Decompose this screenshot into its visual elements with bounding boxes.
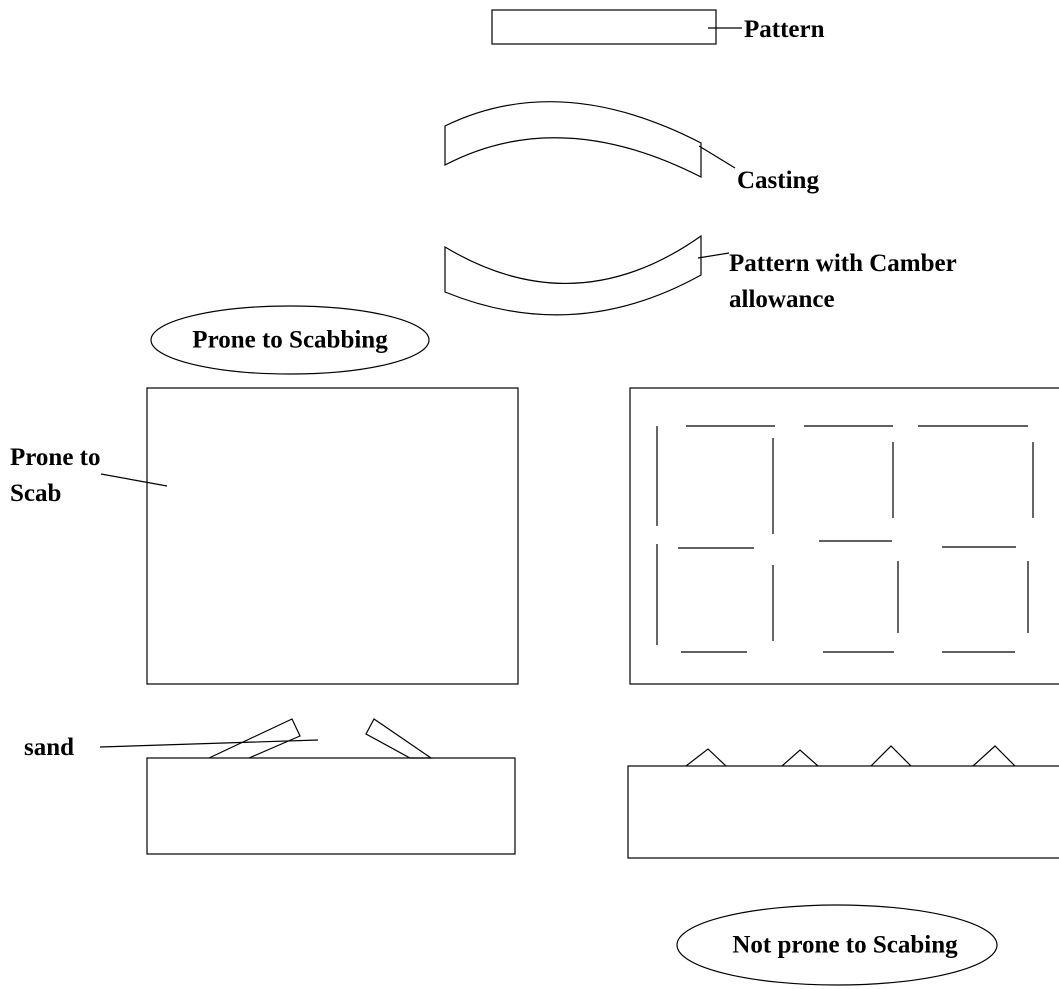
prone-to-scab-label-line2: Scab — [10, 480, 61, 507]
not-prone-to-scabing-ellipse — [676, 904, 998, 986]
ridge — [870, 745, 912, 767]
ridge — [685, 748, 727, 767]
casting-leader-line — [698, 145, 736, 169]
sand-flake — [208, 718, 301, 759]
ridge — [972, 745, 1016, 767]
flat-surface-plan — [146, 387, 519, 685]
pattern-shape — [491, 9, 742, 45]
pattern-label: Pattern — [744, 16, 825, 43]
casting-label: Casting — [737, 167, 819, 194]
pattern-camber-label-line1: Pattern with Camber — [729, 250, 957, 277]
flat-surface-section — [99, 718, 516, 855]
prone-to-scabbing-ellipse — [150, 305, 430, 375]
prone-to-scab-label-line1: Prone to — [10, 444, 101, 471]
camber-leader-line — [697, 252, 730, 259]
pattern-camber-label-line2: allowance — [729, 286, 835, 313]
prone-to-scabbing-label: Prone to Scabbing — [192, 327, 388, 354]
not-prone-to-scabing-label: Not prone to Scabing — [732, 932, 958, 959]
sand-flake — [365, 718, 433, 759]
sand-label: sand — [24, 734, 74, 761]
grooved-surface-section — [627, 745, 1059, 859]
sand-leader-line — [99, 739, 319, 748]
ridge — [781, 749, 819, 767]
prone-to-scab-leader-line — [100, 473, 168, 487]
casting-shape — [444, 101, 736, 178]
camber-pattern-shape — [444, 234, 730, 316]
grooved-surface-plan — [629, 387, 1059, 685]
